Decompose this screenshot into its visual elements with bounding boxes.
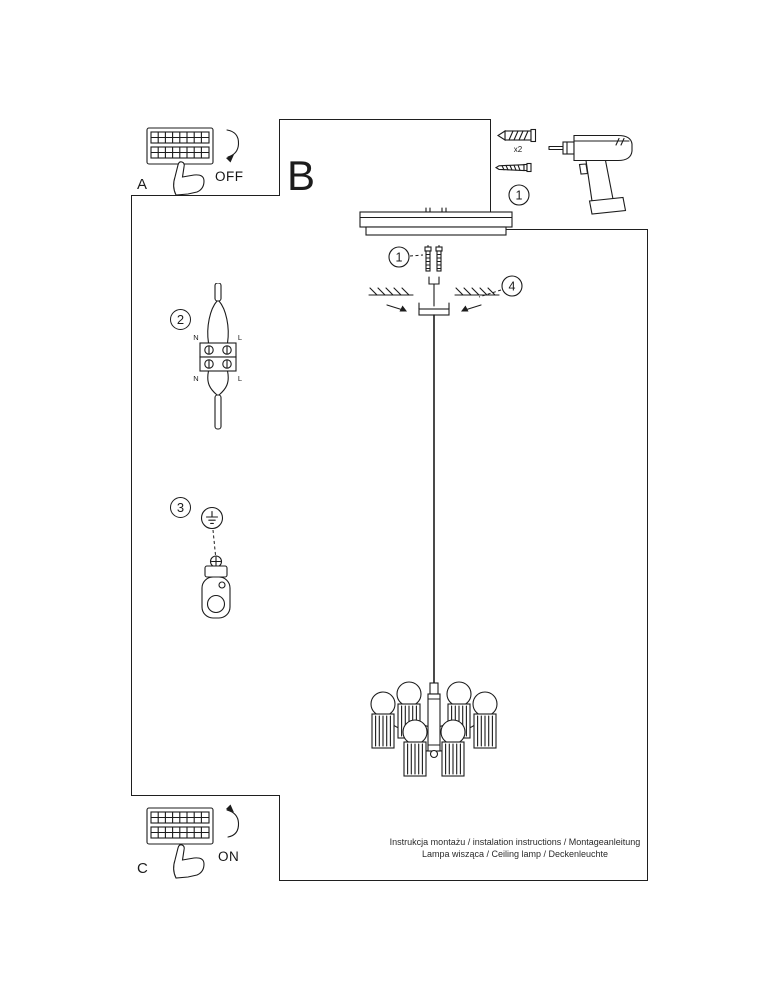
glass-globe <box>370 691 396 717</box>
bracket-step-badge: 4 <box>501 275 523 297</box>
wire-label-n-bottom: N <box>193 374 198 383</box>
lamp-assembly-illustration: 1 4 <box>359 207 523 777</box>
canopy-screws <box>424 244 443 272</box>
wire-label-l-bottom: L <box>238 374 242 383</box>
rotate-off-arrow-icon <box>226 129 240 163</box>
glass-globe <box>472 691 498 717</box>
drill-icon <box>548 134 633 215</box>
panel-a-illustration <box>146 127 240 196</box>
svg-text:4: 4 <box>509 280 516 294</box>
wiring-illustration: N L N L <box>193 283 242 430</box>
panel-c: ON C <box>131 795 280 881</box>
column-finial <box>429 749 439 759</box>
breaker-panel-icon <box>146 127 214 165</box>
panel-c-label: C <box>137 860 148 877</box>
wire-label-n-top: N <box>193 333 198 342</box>
glass-globe <box>396 681 422 707</box>
footer-line-1: Instrukcja montażu / instalation instruc… <box>389 837 641 847</box>
alignment-arrows <box>386 304 482 312</box>
ground-step-badge: 3 <box>170 497 191 518</box>
glass-globe <box>446 681 472 707</box>
glass-globe <box>440 719 466 745</box>
grounding-illustration <box>200 506 231 619</box>
section-b-label: B <box>287 152 316 199</box>
panel-a-label: A <box>137 176 148 193</box>
leader-line-canopy <box>409 254 424 257</box>
page-frame <box>131 119 648 881</box>
panel-a: OFF A <box>131 119 280 196</box>
power-cable-bottom <box>207 370 229 430</box>
ceiling-bracket <box>201 555 231 619</box>
canopy-step-badge: 1 <box>388 246 410 268</box>
ground-symbol-icon <box>200 506 224 530</box>
ribbed-shade <box>371 713 395 749</box>
terminal-block <box>199 342 237 372</box>
footer-line-2: Lampa wisząca / Ceiling lamp / Deckenleu… <box>421 848 609 859</box>
chandelier-column <box>427 693 441 752</box>
svg-text:1: 1 <box>396 251 403 265</box>
leader-line-bracket <box>478 289 502 298</box>
tools-panel: x2 1 <box>490 119 648 230</box>
wall-plug-icon <box>496 128 537 143</box>
off-label: OFF <box>215 169 244 184</box>
ribbed-shade <box>473 713 497 749</box>
ceiling-cross-section <box>368 287 500 296</box>
leader-line-ground <box>212 529 216 556</box>
chandelier <box>370 681 498 777</box>
screw-icon <box>494 162 532 173</box>
tools-illustration: x2 1 <box>494 128 633 215</box>
footer-text: Instrukcja montażu / instalation instruc… <box>310 837 720 860</box>
wire-label-l-top: L <box>238 333 242 342</box>
panel-c-illustration <box>146 804 240 879</box>
rotate-on-arrow-icon <box>226 804 240 838</box>
plug-quantity: x2 <box>514 145 523 154</box>
on-label: ON <box>218 849 240 864</box>
ribbed-shade <box>403 741 427 777</box>
power-cable-top <box>207 283 229 344</box>
svg-text:1: 1 <box>516 189 523 203</box>
pointing-hand-icon <box>173 844 205 879</box>
ribbed-shade <box>441 741 465 777</box>
glass-globe <box>402 719 428 745</box>
wiring-step-badge: 2 <box>170 309 191 330</box>
breaker-panel-icon <box>146 807 214 845</box>
pointing-hand-icon <box>173 161 205 196</box>
ceiling-canopy <box>359 207 513 236</box>
strain-relief-bracket <box>418 276 450 316</box>
tools-step-badge: 1 <box>508 184 530 206</box>
